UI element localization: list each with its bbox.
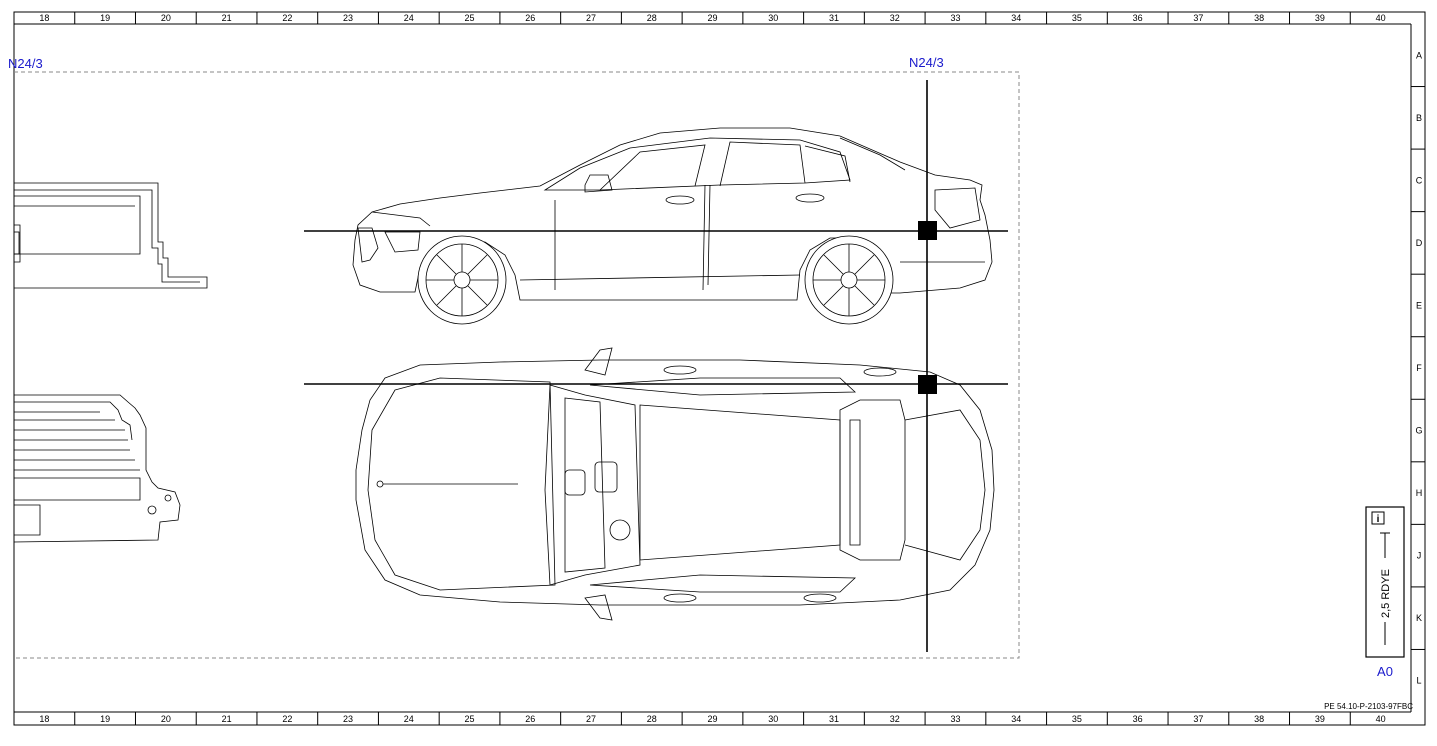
- column-number: 20: [161, 13, 171, 23]
- column-number: 29: [707, 13, 717, 23]
- car-side-view: [352, 127, 993, 325]
- column-number: 35: [1072, 13, 1082, 23]
- column-ticks-bottom: 18 19 20 21 22 23 24 25 26 27 28 29 30 31 32 33 34 35 36 37…: [39, 712, 1386, 725]
- column-number: 24: [404, 13, 414, 23]
- column-number: 23: [343, 13, 353, 23]
- control-unit-top-view: [13, 394, 181, 543]
- column-number: 27: [586, 714, 596, 724]
- row-letter: C: [1416, 175, 1423, 185]
- row-letter: E: [1416, 300, 1422, 310]
- row-letter: B: [1416, 113, 1422, 123]
- column-number: 19: [100, 714, 110, 724]
- component-dashed-frame: [14, 71, 1020, 659]
- row-letter: F: [1416, 363, 1422, 373]
- location-marker-top: [918, 375, 937, 394]
- column-number: 32: [890, 13, 900, 23]
- column-number: 38: [1254, 13, 1264, 23]
- column-number: 34: [1011, 13, 1021, 23]
- column-number: 35: [1072, 714, 1082, 724]
- column-number: 37: [1193, 714, 1203, 724]
- car-top-view: [355, 347, 995, 621]
- column-number: 38: [1254, 714, 1264, 724]
- column-number: 36: [1133, 13, 1143, 23]
- column-number: 18: [39, 13, 49, 23]
- component-location-marker: [304, 80, 1008, 652]
- column-number: 21: [222, 714, 232, 724]
- column-number: 30: [768, 13, 778, 23]
- column-number: 33: [950, 714, 960, 724]
- column-number: 22: [282, 714, 292, 724]
- control-unit-side-view: [13, 182, 208, 289]
- component-label-main[interactable]: N24/3: [909, 55, 944, 70]
- column-number: 18: [39, 714, 49, 724]
- column-number: 26: [525, 714, 535, 724]
- column-number: 39: [1315, 13, 1325, 23]
- column-number: 31: [829, 13, 839, 23]
- column-number: 19: [100, 13, 110, 23]
- column-number: 30: [768, 714, 778, 724]
- column-number: 27: [586, 13, 596, 23]
- column-number: 21: [222, 13, 232, 23]
- column-number: 31: [829, 714, 839, 724]
- row-letter: H: [1416, 488, 1423, 498]
- row-ticks: A B C D E F G H J K L: [1411, 50, 1425, 686]
- column-number: 40: [1376, 714, 1386, 724]
- info-icon[interactable]: [1371, 511, 1385, 525]
- row-letter: D: [1416, 238, 1423, 248]
- row-letter: J: [1417, 551, 1422, 561]
- ground-label: A0: [1377, 664, 1393, 679]
- row-letter: A: [1416, 50, 1422, 60]
- column-number: 39: [1315, 714, 1325, 724]
- wire-label: 2,5 RDYE: [1380, 569, 1392, 618]
- column-number: 29: [707, 714, 717, 724]
- column-number: 28: [647, 13, 657, 23]
- component-label-left: N24/3: [8, 56, 43, 71]
- column-number: 20: [161, 714, 171, 724]
- row-letter: G: [1415, 426, 1422, 436]
- row-letter: L: [1416, 676, 1421, 686]
- column-number: 22: [282, 13, 292, 23]
- column-number: 36: [1133, 714, 1143, 724]
- column-number: 23: [343, 714, 353, 724]
- column-number: 40: [1376, 13, 1386, 23]
- column-number: 37: [1193, 13, 1203, 23]
- column-number: 26: [525, 13, 535, 23]
- column-number: 34: [1011, 714, 1021, 724]
- row-letter: K: [1416, 613, 1422, 623]
- wire-legend: i 2,5 RDYE A0: [1365, 506, 1405, 679]
- column-number: 33: [950, 13, 960, 23]
- sheet-border: [13, 11, 1426, 726]
- column-number: 24: [404, 714, 414, 724]
- column-number: 32: [890, 714, 900, 724]
- column-number: 28: [647, 714, 657, 724]
- info-icon-glyph: i: [1377, 514, 1380, 525]
- column-number: 25: [465, 714, 475, 724]
- column-ticks-top: 18 19 20 21 22 23 24 25 26 27 28 29 30 31 32 33 34 35 36 37…: [39, 12, 1386, 24]
- column-number: 25: [465, 13, 475, 23]
- location-marker-side: [918, 221, 937, 240]
- document-id: PE 54.10-P-2103-97FBC: [1324, 702, 1413, 711]
